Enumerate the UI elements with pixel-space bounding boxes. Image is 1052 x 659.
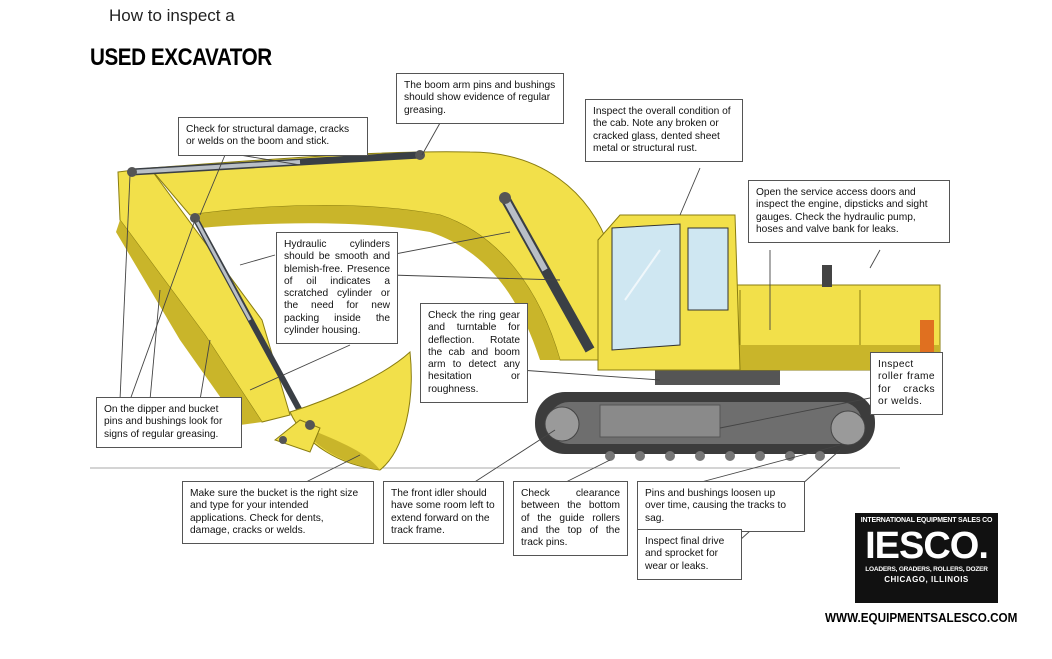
iesco-logo: INTERNATIONAL EQUIPMENT SALES CO IESCO. … (855, 513, 998, 603)
callout-boom-pins: The boom arm pins and bushings should sh… (396, 73, 564, 124)
callout-hydraulic: Hydraulic cylinders should be smooth and… (276, 232, 398, 345)
callout-ring-gear: Check the ring gear and turntable for de… (420, 303, 528, 404)
pin-icon (279, 436, 287, 444)
page-pretitle: How to inspect a (109, 6, 235, 25)
excavator-stick (117, 167, 291, 423)
callout-structural: Check for structural damage, cracks or w… (178, 117, 368, 156)
exhaust-stack (822, 265, 832, 287)
callout-final-drive: Inspect final drive and sprocket for wea… (637, 529, 742, 580)
callout-clearance: Check clearance between the bottom of th… (513, 481, 628, 557)
front-idler (544, 406, 580, 442)
callout-roller-frame: Inspect roller frame for cracks or welds… (870, 352, 943, 416)
logo-mark: IESCO. (865, 525, 989, 567)
callout-track-pins: Pins and bushings loosen up over time, c… (637, 481, 805, 532)
callout-cab: Inspect the overall condition of the cab… (585, 99, 743, 163)
cab-side-window (687, 227, 729, 311)
logo-city: CHICAGO, ILLINOIS (884, 575, 969, 584)
pin-icon (190, 213, 200, 223)
website-link[interactable]: WWW.EQUIPMENTSALESCO.COM (825, 610, 1018, 625)
logo-company: INTERNATIONAL EQUIPMENT SALES CO (860, 517, 993, 524)
tail-light (920, 320, 934, 355)
callout-idler: The front idler should have some room le… (383, 481, 504, 545)
logo-products: LOADERS, GRADERS, ROLLERS, DOZER (865, 566, 988, 573)
drive-sprocket (830, 410, 866, 446)
pin-icon (499, 192, 511, 204)
callout-service: Open the service access doors and inspec… (748, 180, 950, 244)
pin-icon (305, 420, 315, 430)
callout-bucket: Make sure the bucket is the right size a… (182, 481, 374, 545)
leader-lines (119, 122, 881, 541)
page-title: USED EXCAVATOR (90, 44, 272, 71)
pin-icon (415, 150, 425, 160)
cab-window (611, 223, 681, 351)
callout-dipper: On the dipper and bucket pins and bushin… (96, 397, 242, 448)
pin-icon (127, 167, 137, 177)
